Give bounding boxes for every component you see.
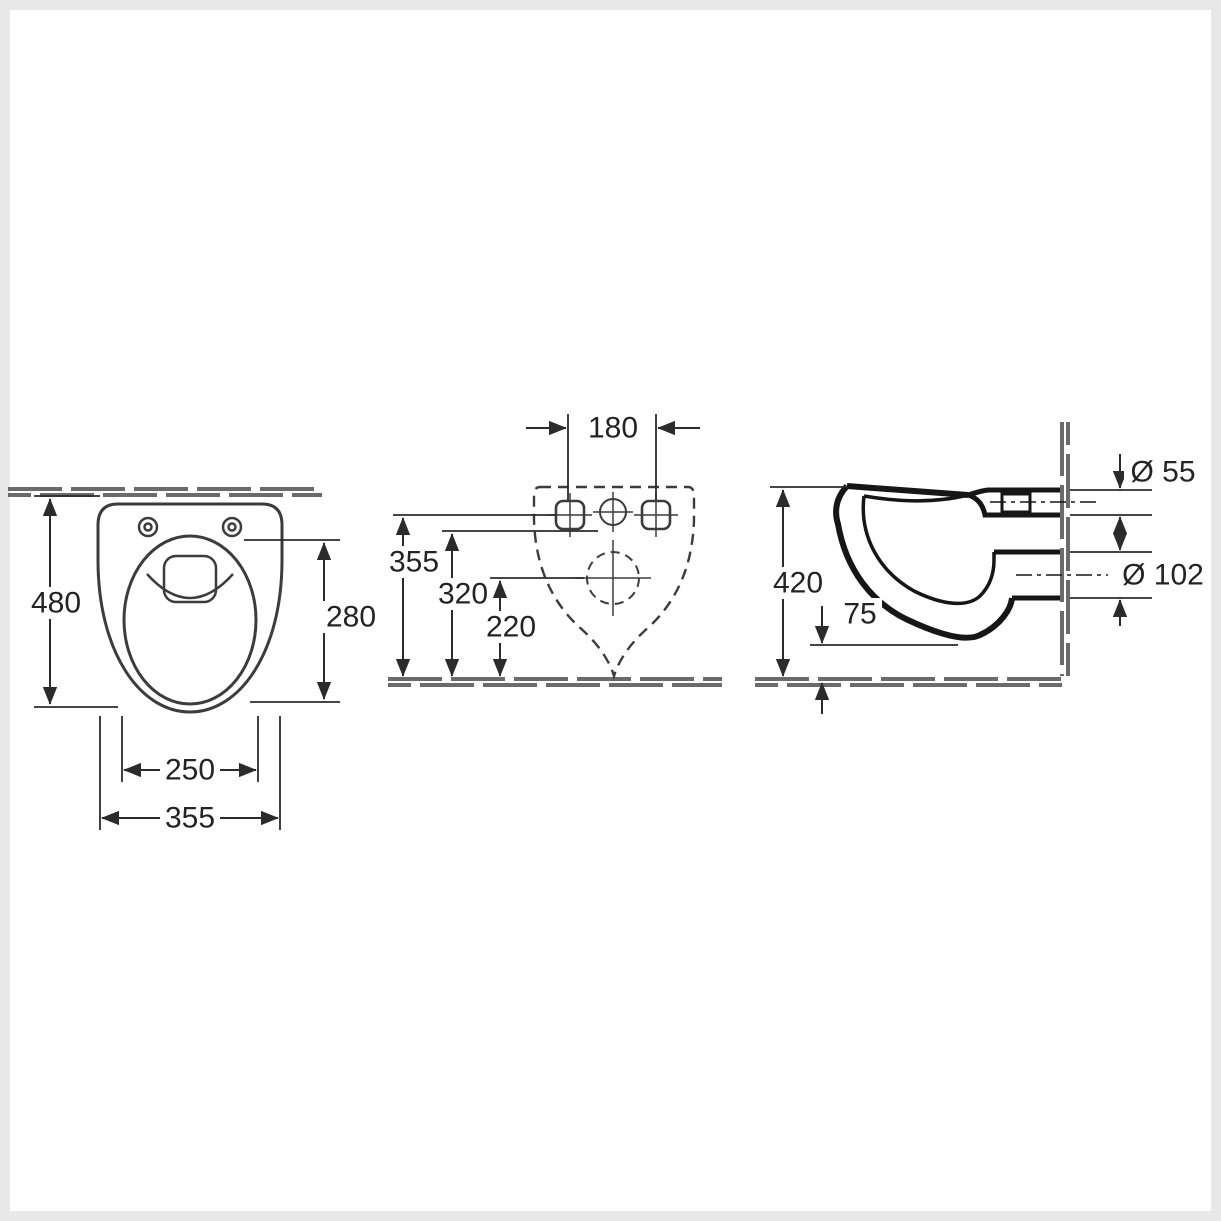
floor-hatch-side-view [755, 677, 1062, 687]
dim-outlet-diameter-102: Ø 102 [1070, 526, 1208, 626]
dim-label-depth: 480 [31, 587, 81, 620]
dim-seat-width-250: 250 [121, 716, 259, 787]
wall-hatch-top-view [8, 487, 322, 497]
dim-label-inlet-height: 320 [438, 578, 488, 611]
rear-view: 180 355 320 220 [385, 412, 722, 687]
dim-hole-spacing-180: 180 [526, 412, 700, 500]
side-profile [833, 483, 1108, 641]
drawing-canvas [10, 10, 1211, 1211]
top-view-bowl-outline [96, 502, 284, 714]
dim-bowl-length-280: 280 [244, 539, 380, 703]
dim-label-height: 420 [773, 567, 823, 600]
side-view: 420 75 Ø 55 Ø 102 [755, 422, 1208, 714]
dim-label-outlet-height: 220 [486, 611, 536, 644]
top-view: 480 280 250 355 [8, 487, 380, 835]
dim-outlet-height-220: 220 [482, 577, 584, 677]
fixing-holes [548, 493, 678, 537]
dim-height-420: 420 [769, 486, 848, 677]
dim-depth-480: 480 [28, 495, 118, 708]
dim-inlet-height-320: 320 [434, 530, 598, 677]
wall-hatch-side-view [1060, 422, 1070, 676]
dim-label-seat-width: 250 [165, 754, 215, 787]
dim-label-fixing-height: 355 [389, 546, 439, 579]
rear-silhouette-dashed [532, 485, 696, 681]
outlet-crosshair [575, 540, 651, 616]
dim-inlet-diameter-55: Ø 55 [1070, 454, 1202, 549]
dim-label-inlet-diameter: Ø 55 [1130, 456, 1195, 489]
dim-floor-clearance-75: 75 [810, 598, 958, 714]
dim-label-hole-spacing: 180 [588, 412, 638, 445]
dim-label-bowl-length: 280 [326, 601, 376, 634]
inlet-crosshair [593, 492, 633, 532]
dim-width-355: 355 [99, 716, 281, 835]
dim-label-outlet-diameter: Ø 102 [1122, 559, 1204, 592]
dim-fixing-height-355: 355 [385, 514, 556, 677]
floor-hatch-rear-view [388, 677, 722, 687]
dim-label-width: 355 [165, 802, 215, 835]
dim-label-floor-clearance: 75 [843, 598, 876, 631]
